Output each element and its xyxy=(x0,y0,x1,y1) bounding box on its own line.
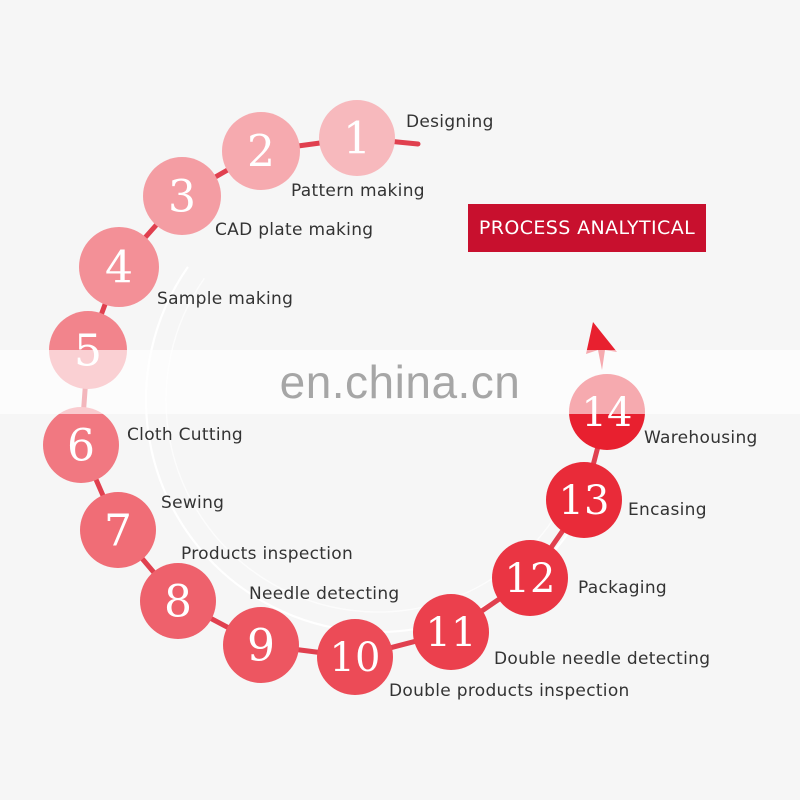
step-circle xyxy=(79,227,159,307)
step-circle xyxy=(319,100,395,176)
step-1: 1 Designing xyxy=(319,100,494,176)
step-7: 7 Sewing xyxy=(80,492,224,568)
step-12: 12 Packaging xyxy=(492,540,667,616)
step-8: 8 Products inspection xyxy=(140,544,353,639)
process-title-text: PROCESS ANALYTICAL xyxy=(478,217,696,239)
step-circle xyxy=(546,462,622,538)
step-circle xyxy=(143,157,221,235)
step-number: 7 xyxy=(104,506,132,557)
watermark: en.china.cn xyxy=(0,350,800,414)
step-circle xyxy=(43,407,119,483)
step-number: 10 xyxy=(330,635,381,681)
watermark-text: en.china.cn xyxy=(279,356,521,408)
step-circle xyxy=(222,112,300,190)
step-label: Packaging xyxy=(578,578,667,598)
watermark-band xyxy=(0,350,800,414)
step-number: 6 xyxy=(67,421,95,472)
step-number: 1 xyxy=(343,114,371,165)
step-number: 12 xyxy=(505,556,556,602)
step-label: Needle detecting xyxy=(249,584,400,604)
process-title-badge: PROCESS ANALYTICAL xyxy=(468,204,706,252)
step-number: 13 xyxy=(559,478,610,524)
step-circle xyxy=(492,540,568,616)
step-13: 13 Encasing xyxy=(546,462,707,538)
step-label: Double needle detecting xyxy=(494,649,710,669)
step-label: Sample making xyxy=(157,289,293,309)
step-circle xyxy=(317,619,393,695)
step-label: Encasing xyxy=(628,500,707,520)
step-label: Pattern making xyxy=(291,181,425,201)
step-number: 9 xyxy=(247,621,275,672)
step-number: 3 xyxy=(168,172,196,223)
step-number: 4 xyxy=(105,243,133,294)
step-number: 2 xyxy=(247,127,275,178)
step-circle xyxy=(140,563,216,639)
step-label: Warehousing xyxy=(644,428,758,448)
step-label: Cloth Cutting xyxy=(127,425,243,445)
step-label: CAD plate making xyxy=(215,220,373,240)
connector-line xyxy=(78,135,610,660)
step-circle xyxy=(413,594,489,670)
step-circle xyxy=(80,492,156,568)
step-label: Sewing xyxy=(161,493,224,513)
step-label: Products inspection xyxy=(181,544,353,564)
arrowhead-icon xyxy=(586,322,617,370)
step-label: Double products inspection xyxy=(389,681,630,701)
step-label: Designing xyxy=(406,112,494,132)
step-9: 9 Needle detecting xyxy=(223,584,400,683)
step-6: 6 Cloth Cutting xyxy=(43,407,243,483)
step-number: 11 xyxy=(426,610,477,656)
step-circle xyxy=(223,607,299,683)
step-number: 8 xyxy=(164,577,192,628)
